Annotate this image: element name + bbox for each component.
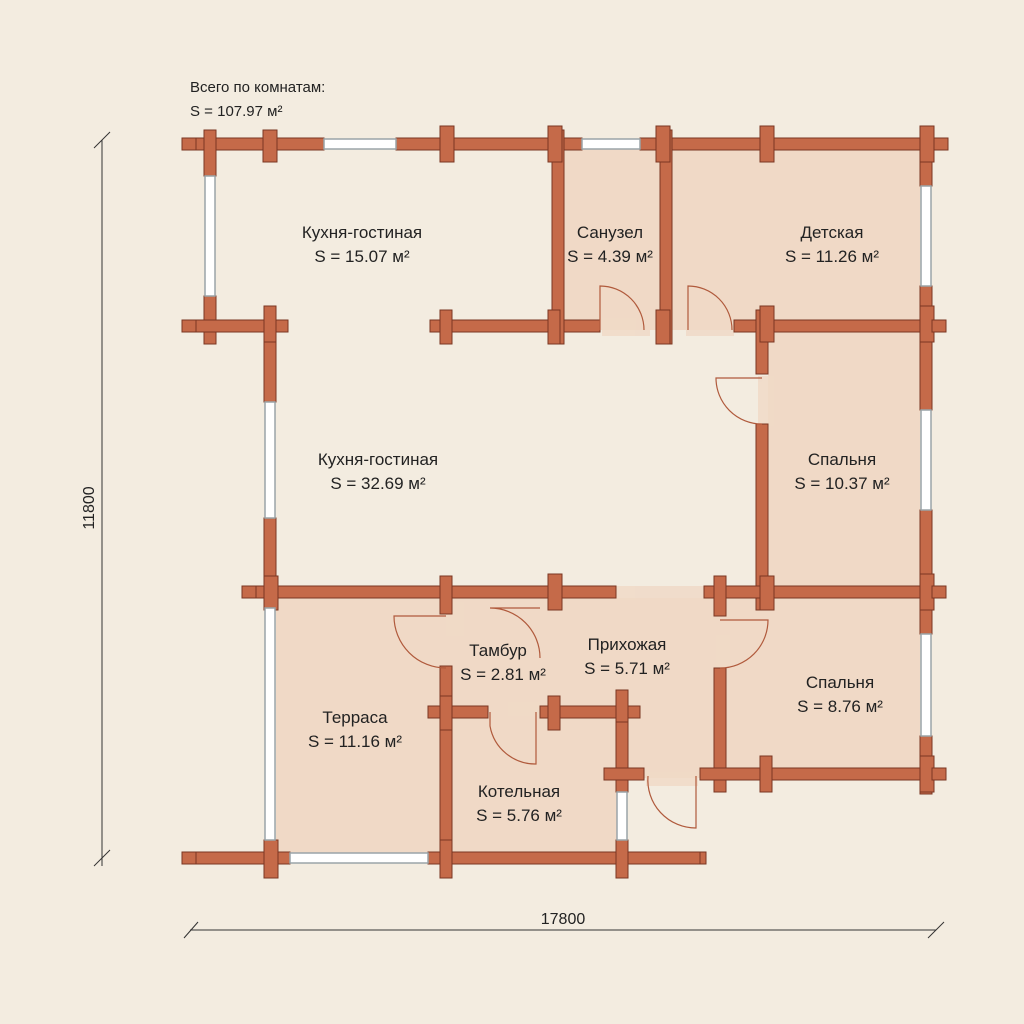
room-fills: [276, 148, 920, 854]
door-tambur-hall: [489, 607, 541, 659]
window-right-3: [920, 633, 932, 737]
room-area-bathroom: S = 4.39 м²: [567, 247, 653, 266]
boiler-fill: [446, 710, 620, 854]
door-entry: [647, 775, 697, 829]
window-top-1: [323, 138, 397, 150]
room-area-tambur: S = 2.81 м²: [460, 665, 546, 684]
wall-tambur-bottom: [427, 705, 489, 719]
room-name-bedroom1: Спальня: [808, 450, 876, 469]
door-tambur-left: [393, 615, 447, 669]
door-openings: [446, 318, 774, 786]
room-name-terrace: Терраса: [322, 708, 388, 727]
terrace-fill: [276, 598, 446, 854]
room-name-kitchen-top: Кухня-гостиная: [302, 223, 422, 242]
room-area-kids: S = 11.26 м²: [785, 247, 879, 266]
bathroom-fill: [564, 148, 660, 330]
wall-kitchen-divider: [429, 319, 601, 333]
kids-fill: [672, 148, 920, 330]
wall-middle-2: [703, 585, 947, 599]
wall-right-2: [919, 285, 933, 411]
wall-bed2-bottom: [699, 767, 947, 781]
room-labels: Кухня-гостиная S = 15.07 м² Санузел S = …: [302, 223, 890, 825]
total-area: Всего по комнатам: S = 107.97 м²: [190, 79, 325, 120]
windows: [204, 138, 932, 864]
window-bottom: [289, 852, 429, 864]
window-top-2: [581, 138, 641, 150]
window-right-1: [920, 185, 932, 287]
room-area-terrace: S = 11.16 м²: [308, 732, 402, 751]
wall-left-top-1: [203, 129, 217, 177]
room-area-kitchen-top: S = 15.07 м²: [314, 247, 410, 266]
room-area-hall: S = 5.71 м²: [584, 659, 670, 678]
window-left-2: [264, 401, 276, 519]
room-area-bedroom2: S = 8.76 м²: [797, 697, 883, 716]
hall-lower-fill: [628, 710, 724, 778]
door-swings: [393, 285, 769, 829]
room-area-kitchen-main: S = 32.69 м²: [330, 474, 426, 493]
wall-top-3: [639, 137, 947, 151]
wall-bed2-left-top: [713, 575, 727, 617]
wall-boiler-stub: [603, 767, 645, 781]
wall-right-3: [919, 509, 933, 635]
room-area-boiler: S = 5.76 м²: [476, 806, 562, 825]
wall-boiler-top: [539, 705, 641, 719]
room-name-tambur: Тамбур: [469, 641, 527, 660]
total-area-value: S = 107.97 м²: [190, 103, 282, 120]
log-ends: [181, 125, 949, 879]
room-area-bedroom1: S = 10.37 м²: [794, 474, 890, 493]
width-dimension: 17800: [541, 911, 586, 928]
room-name-bathroom: Санузел: [577, 223, 643, 242]
door-bedroom1: [715, 377, 763, 425]
wall-tambur-left-top: [439, 575, 453, 615]
room-name-bedroom2: Спальня: [806, 673, 874, 692]
window-left-1: [204, 175, 216, 297]
room-name-kitchen-main: Кухня-гостиная: [318, 450, 438, 469]
dimension-lines: [93, 131, 945, 939]
bedroom2-fill: [724, 598, 920, 774]
room-name-hall: Прихожая: [588, 635, 667, 654]
door-bedroom2: [719, 619, 769, 669]
window-boiler: [616, 791, 628, 841]
total-area-caption: Всего по комнатам:: [190, 79, 325, 96]
hall-fill: [552, 598, 724, 710]
door-kids: [687, 285, 733, 331]
door-boiler: [489, 712, 537, 765]
room-name-kids: Детская: [801, 223, 864, 242]
room-name-boiler: Котельная: [478, 782, 560, 801]
wall-bottom-2: [427, 851, 703, 865]
height-dimension: 11800: [81, 486, 98, 529]
window-terrace: [264, 607, 276, 841]
window-right-2: [920, 409, 932, 511]
door-bathroom: [599, 285, 645, 331]
bedroom1-fill: [768, 330, 920, 592]
